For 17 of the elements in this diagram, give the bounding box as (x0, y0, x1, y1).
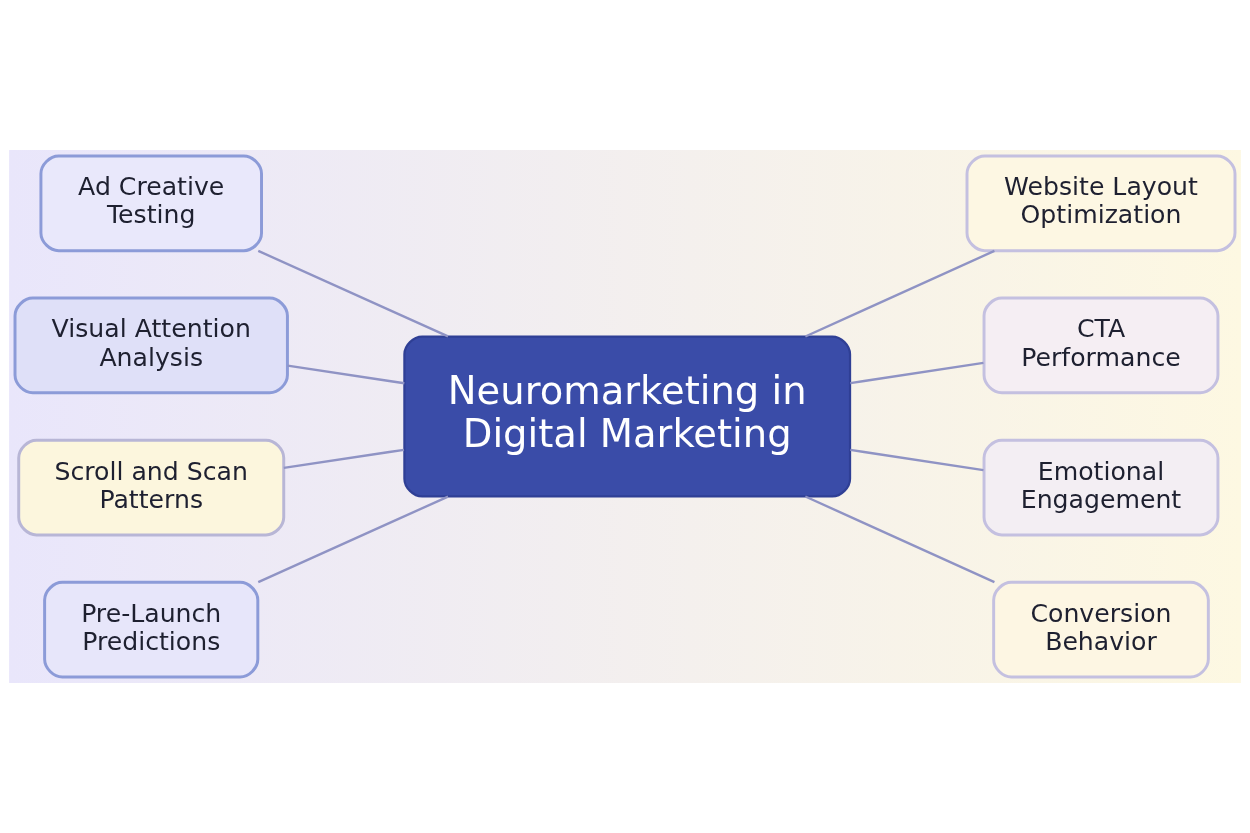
connector (283, 448, 405, 470)
connector (850, 361, 984, 385)
connector (257, 495, 449, 584)
node-box: CTA Performance (982, 296, 1220, 395)
node-box: Neuromarketing in Digital Marketing (403, 335, 852, 498)
node-box: Scroll and Scan Patterns (17, 438, 286, 537)
node-box: Website Layout Optimization (965, 154, 1237, 253)
node-box: Pre-Launch Predictions (43, 580, 260, 679)
connector (850, 448, 984, 472)
node-box: Ad Creative Testing (39, 154, 263, 253)
connector (257, 249, 449, 338)
node-box: Emotional Engagement (982, 438, 1220, 537)
connector (804, 249, 995, 338)
node-box: Conversion Behavior (992, 580, 1210, 679)
connector (287, 364, 405, 385)
connector (804, 495, 995, 584)
node-box: Visual Attention Analysis (13, 296, 289, 395)
